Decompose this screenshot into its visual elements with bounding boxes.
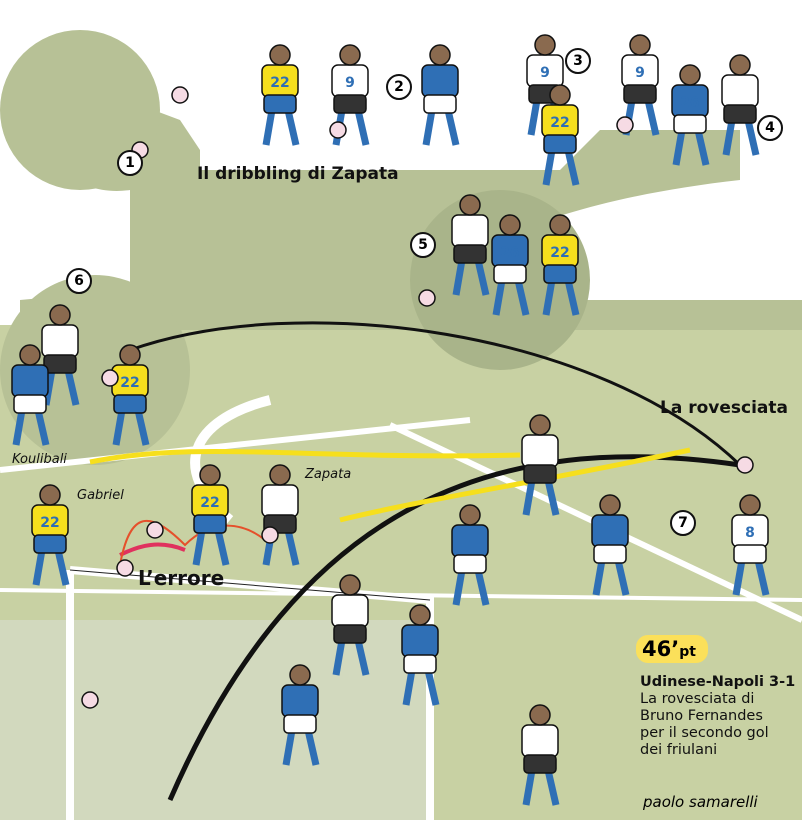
ball-icon [101,369,119,387]
match-result: Udinese-Napoli 3-1 [640,674,796,690]
info-line: dei friulani [640,742,718,758]
info-line: La rovesciata di [640,691,755,707]
ball-icon [616,116,634,134]
player-figure [11,344,50,446]
player-figure: 9 [331,44,370,146]
player-figure [451,504,490,606]
ball-icon [171,86,189,104]
jersey-number: 9 [345,75,355,91]
player-figure: 8 [731,494,770,596]
jersey-number: 22 [40,515,59,531]
shot-trajectory [167,454,741,801]
player-figure: 26 [671,64,710,166]
player-figure [281,664,320,766]
main-title: Il dribbling di Zapata [197,164,399,184]
ball-icon [261,526,279,544]
player-figure [331,574,370,676]
jersey-number: 22 [550,245,569,261]
player-figure: 22 [541,214,580,316]
player-figure [721,54,760,156]
player-figure [521,704,560,806]
ball-icon [418,289,436,307]
label-errore: L’errore [138,566,225,590]
step-marker-3: 3 [565,48,591,74]
player-figure: 22 [31,484,70,586]
player-figure [41,304,80,406]
info-line: per il secondo gol [640,725,769,741]
error-bounce [119,519,266,566]
player-figure [521,414,560,516]
step-marker-1: 1 [117,150,143,176]
minute: 46’ [642,637,680,661]
player-figure [421,44,460,146]
jersey-number: 22 [120,375,139,391]
jersey-number: 22 [200,495,219,511]
step-marker-4: 4 [757,115,783,141]
sequence-path [18,60,802,330]
ball-icon [329,121,347,139]
ball-icon [116,559,134,577]
period: pt [679,644,696,660]
jersey-number: 9 [635,65,645,81]
step-marker-6: 6 [66,268,92,294]
koulibali-run [89,448,521,465]
player-figure [451,194,490,296]
player-figure: 22 [541,84,580,186]
match-info: Udinese-Napoli 3-1 La rovesciata di Brun… [640,674,795,759]
jersey-number: 26 [680,95,699,111]
step-marker-7: 7 [670,510,696,536]
label-zapata: Zapata [305,467,352,482]
label-rovesciata: La rovesciata [660,398,788,418]
jersey-number: 22 [270,75,289,91]
step-marker-5: 5 [410,232,436,258]
player-figure: 22 [191,464,230,566]
player-figure [401,604,440,706]
player-figure: 26 [491,214,530,316]
player-figure [591,494,630,596]
jersey-number: 9 [540,65,550,81]
author-credit: paolo samarelli [643,793,758,811]
label-gabriel: Gabriel [77,488,124,503]
label-koulibali: Koulibali [12,452,67,467]
minute-badge: 46’pt [636,635,708,663]
step-circle-1 [0,30,160,190]
zapata-run [339,447,691,523]
cross-trajectory [129,321,742,467]
jersey-number: 22 [550,115,569,131]
ball-icon [736,456,754,474]
info-line: Bruno Fernandes [640,708,763,724]
player-figure: 22 [111,344,150,446]
jersey-number: 26 [500,245,519,261]
step-marker-2: 2 [386,74,412,100]
ball-icon [81,691,99,709]
error-arrow [119,542,186,557]
ball-icon [146,521,164,539]
player-figure: 22 [261,44,300,146]
jersey-number: 8 [745,525,755,541]
